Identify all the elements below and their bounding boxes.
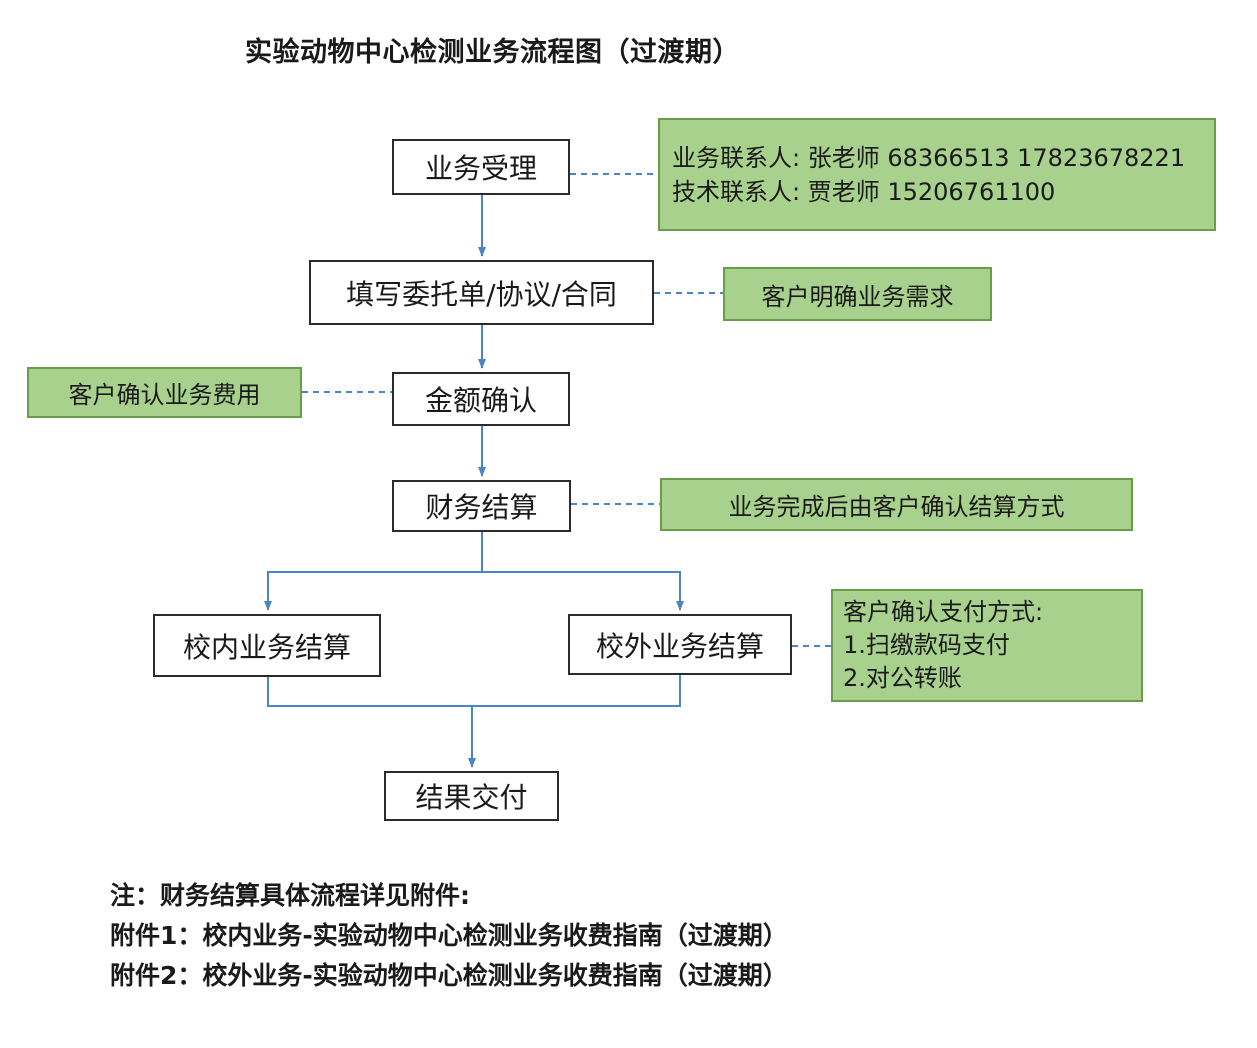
note-payment: 客户确认支付方式: 1.扫缴款码支付 2.对公转账 <box>831 589 1143 702</box>
footnote-line-3: 附件2：校外业务-实验动物中心检测业务收费指南（过渡期） <box>110 961 788 990</box>
step-amount-confirm: 金额确认 <box>392 372 570 426</box>
step-accept-label: 业务受理 <box>424 152 537 185</box>
note-requirement: 客户明确业务需求 <box>723 267 992 321</box>
payment-option-2: 2.对公转账 <box>843 664 962 692</box>
step-internal-settlement: 校内业务结算 <box>153 614 381 677</box>
step-accept: 业务受理 <box>392 139 570 195</box>
page-title: 实验动物中心检测业务流程图（过渡期） <box>245 37 740 68</box>
step-internal-label: 校内业务结算 <box>182 630 351 664</box>
note-settle-method: 业务完成后由客户确认结算方式 <box>660 478 1133 531</box>
step-delivery-label: 结果交付 <box>415 781 528 814</box>
step-external-settlement: 校外业务结算 <box>568 614 792 675</box>
footnote-line-2: 附件1：校内业务-实验动物中心检测业务收费指南（过渡期） <box>110 921 788 950</box>
business-contact-text: 业务联系人: 张老师 68366513 17823678221 <box>672 143 1186 172</box>
payment-heading: 客户确认支付方式: <box>843 598 1044 626</box>
technical-contact-text: 技术联系人: 贾老师 15206761100 <box>672 177 1056 206</box>
step-settlement: 财务结算 <box>392 480 571 532</box>
footnote-line-1: 注：财务结算具体流程详见附件: <box>110 881 470 910</box>
note-settle-method-text: 业务完成后由客户确认结算方式 <box>728 493 1065 521</box>
note-requirement-text: 客户明确业务需求 <box>761 282 954 311</box>
merge-line <box>267 675 681 707</box>
branch-line <box>264 532 483 611</box>
branch-line-right <box>482 571 684 611</box>
step-fill-form-label: 填写委托单/协议/合同 <box>346 277 617 311</box>
note-fee-confirm: 客户确认业务费用 <box>27 367 302 418</box>
step-fill-form: 填写委托单/协议/合同 <box>309 260 654 325</box>
footnote: 注：财务结算具体流程详见附件: 附件1：校内业务-实验动物中心检测业务收费指南（… <box>110 876 788 996</box>
note-fee-confirm-text: 客户确认业务费用 <box>68 381 261 409</box>
step-settlement-label: 财务结算 <box>425 491 538 524</box>
step-external-label: 校外业务结算 <box>595 629 764 663</box>
payment-option-1: 1.扫缴款码支付 <box>843 631 1010 659</box>
note-contacts: 业务联系人: 张老师 68366513 17823678221 技术联系人: 贾… <box>658 118 1216 231</box>
step-amount-confirm-label: 金额确认 <box>424 384 537 417</box>
step-delivery: 结果交付 <box>384 771 559 821</box>
